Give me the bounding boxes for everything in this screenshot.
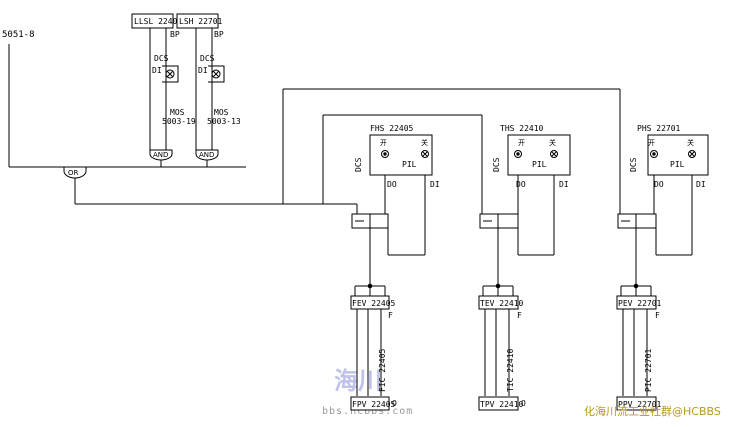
fpv-fail: O: [392, 399, 397, 408]
dcs-lamp-2-di: DI: [198, 66, 208, 75]
fhs-di: DI: [430, 180, 440, 189]
phs-tag: PHS 22701: [637, 124, 681, 133]
hand-switch-fhs: FHS 22405 开 关 PIL DCS DO DI: [354, 124, 440, 189]
phs-do: DO: [654, 180, 664, 189]
mos-2-label: MOS: [214, 108, 229, 117]
dcs-lamp-2: DCS DI: [198, 54, 225, 83]
ppv-tag: PPV 22701: [618, 400, 662, 409]
hand-switch-phs: PHS 22701 开 关 PIL DCS DO DI: [629, 124, 709, 189]
fev-tag: FEV 22405: [352, 299, 396, 308]
watermark-logo: 海川: [334, 367, 382, 395]
phs-di: DI: [696, 180, 706, 189]
or-gate: OR: [63, 166, 87, 179]
fhs-close: 关: [421, 138, 428, 147]
lsh-sub: BP: [214, 30, 224, 39]
mos-1-label: MOS: [170, 108, 185, 117]
pev-fail: F: [655, 311, 660, 320]
ths-dcs: DCS: [492, 157, 501, 172]
fhs-tag: FHS 22405: [370, 124, 414, 133]
pev-tag: PEV 22701: [618, 299, 662, 308]
solenoid-fev: FEV 22405 F: [350, 295, 396, 320]
lamp-icon: [165, 69, 175, 79]
level-switch-llsl: LLSL 22405 BP: [131, 13, 182, 39]
lsh-tag: LSH 22701: [179, 17, 223, 26]
llsl-tag: LLSL 22405: [134, 17, 182, 26]
relay-ths: [479, 213, 519, 229]
dcs-lamp-1-label: DCS: [154, 54, 169, 63]
level-switch-lsh: LSH 22701 BP: [176, 13, 224, 39]
mos-1-ref: 5003-19: [162, 117, 196, 126]
or-gate-label: OR: [68, 169, 79, 177]
llsl-sub: BP: [170, 30, 180, 39]
tev-fail: F: [517, 311, 522, 320]
tic-tag: TIC 22410: [506, 348, 515, 392]
lamp-icon: [550, 150, 558, 158]
solenoid-pev: PEV 22701 F: [616, 295, 662, 320]
solenoid-tev: TEV 22410 F: [478, 295, 524, 320]
fhs-pil: PIL: [402, 160, 417, 169]
watermark-community: 化海川流工业社群@HCBBS: [584, 404, 721, 418]
pushbutton-icon: [514, 150, 522, 158]
and-gate-2: AND: [195, 149, 219, 167]
dcs-lamp-2-label: DCS: [200, 54, 215, 63]
lamp-icon: [421, 150, 429, 158]
dcs-lamp-1-di: DI: [152, 66, 162, 75]
ths-tag: THS 22410: [500, 124, 544, 133]
control-valve-ppv: PPV 22701: [616, 396, 662, 411]
relay-fhs: [351, 213, 389, 229]
fhs-do: DO: [387, 180, 397, 189]
fpv-tag: FPV 22405: [352, 400, 396, 409]
phs-pil: PIL: [670, 160, 685, 169]
relay-phs: [617, 213, 657, 229]
pushbutton-icon: [381, 150, 389, 158]
ths-open: 开: [518, 139, 525, 147]
lamp-icon: [688, 150, 696, 158]
phs-dcs: DCS: [629, 157, 638, 172]
control-valve-fpv: FPV 22405 O: [350, 396, 397, 411]
and-gate-2-label: AND: [199, 151, 214, 159]
tpv-tag: TPV 22410: [480, 400, 524, 409]
and-gate-1: AND: [149, 149, 173, 167]
dcs-lamp-1: DCS DI: [152, 54, 179, 83]
and-gate-1-label: AND: [153, 151, 168, 159]
phs-close: 关: [687, 138, 694, 147]
phs-open: 开: [648, 139, 655, 147]
hand-switch-ths: THS 22410 开 关 PIL DCS DO DI: [492, 124, 571, 189]
ths-do: DO: [516, 180, 526, 189]
control-valve-tpv: TPV 22410 O: [478, 396, 526, 411]
ths-di: DI: [559, 180, 569, 189]
lamp-icon: [211, 69, 221, 79]
fhs-dcs: DCS: [354, 157, 363, 172]
ths-pil: PIL: [532, 160, 547, 169]
tpv-fail: O: [521, 399, 526, 408]
fhs-open: 开: [380, 139, 387, 147]
mos-2-ref: 5003-13: [207, 117, 241, 126]
watermark-url: bbs.hcbbs.com: [322, 406, 413, 417]
ths-close: 关: [549, 138, 556, 147]
fev-fail: F: [388, 311, 393, 320]
pushbutton-icon: [650, 150, 658, 158]
offpage-ref: 5051-8: [2, 30, 35, 40]
tev-tag: TEV 22410: [480, 299, 524, 308]
pic-tag: PIC 22701: [644, 348, 653, 392]
fic-tag: FIC 22405: [378, 348, 387, 392]
